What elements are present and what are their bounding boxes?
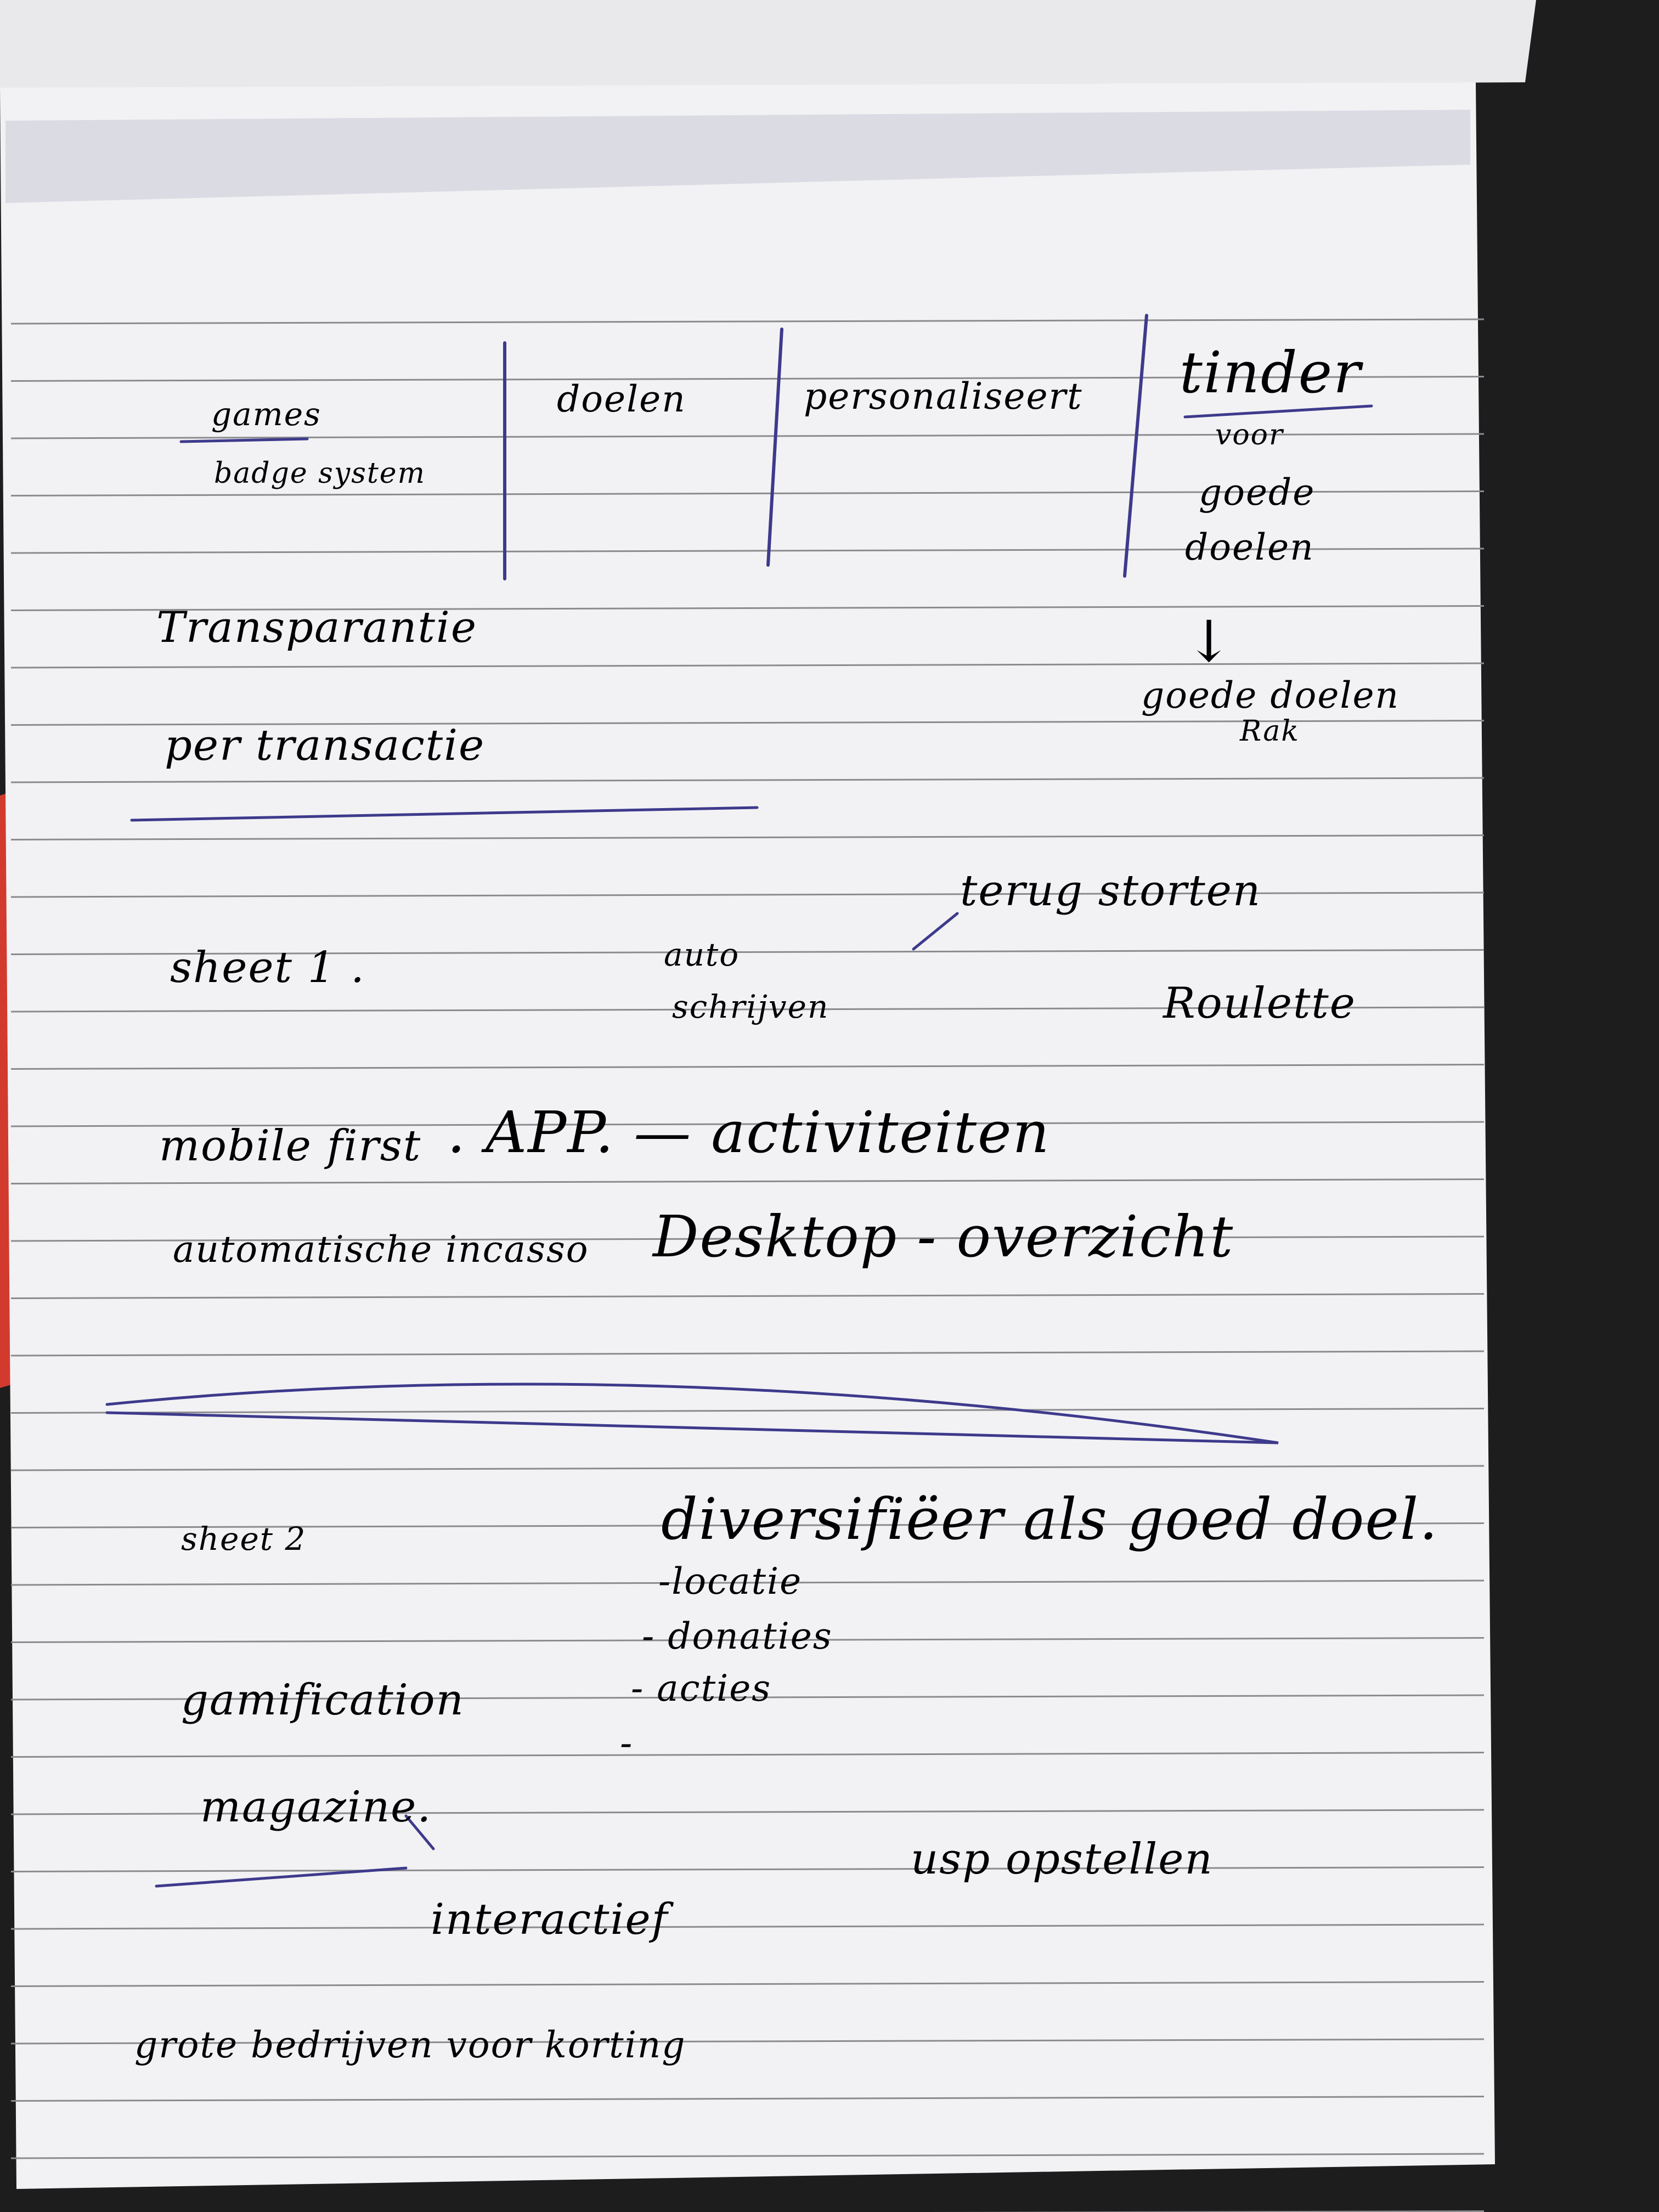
ruled-line	[10, 433, 1485, 439]
ruled-line	[10, 1579, 1485, 1586]
note-roulette: Roulette	[1162, 979, 1356, 1028]
note-doelen: doelen	[557, 378, 686, 420]
ruled-line	[10, 490, 1485, 496]
ruled-line	[10, 1121, 1485, 1127]
ink-strokes	[105, 404, 1373, 1888]
ruled-line	[10, 1408, 1485, 1414]
note-mobile-first: mobile first	[159, 1121, 421, 1171]
note-per-transactie: per transactie	[165, 721, 485, 770]
note-terug-storten: terug storten	[960, 866, 1261, 916]
ruled-line	[10, 376, 1485, 382]
note-locatie: -locatie	[658, 1560, 802, 1602]
ruled-line	[10, 720, 1485, 726]
ruled-line	[10, 1923, 1485, 1930]
note-schrijven: schrijven	[672, 988, 829, 1025]
note-personaliseert: personaliseert	[804, 375, 1083, 417]
ruled-line	[10, 1752, 1485, 1758]
note-acties: - acties	[631, 1667, 771, 1709]
note-diversifieer: diversifiëer als goed doel.	[661, 1486, 1438, 1553]
note-magazine: magazine.	[200, 1782, 432, 1832]
ruled-line	[10, 1235, 1485, 1242]
ruled-lines	[10, 318, 1485, 2212]
ruled-line	[10, 1637, 1485, 1643]
note-tinder: tinder	[1180, 339, 1363, 406]
note-voor: voor	[1215, 419, 1284, 452]
note-sheet-2: sheet 2	[181, 1520, 306, 1558]
note-app-activiteiten: . APP. — activiteiten	[447, 1099, 1051, 1166]
paper-shadow	[5, 110, 1470, 203]
handwritten-notes: games badge system doelen personaliseert…	[134, 339, 1438, 2066]
note-gamification: gamification	[181, 1675, 465, 1725]
note-rak: Rak	[1239, 715, 1300, 748]
ruled-line	[10, 1465, 1485, 1471]
note-desktop-overzicht: Desktop - overzicht	[652, 1203, 1234, 1270]
ruled-line	[10, 1350, 1485, 1357]
ruled-line	[10, 949, 1485, 955]
note-auto: auto	[664, 936, 740, 973]
note-dash: -	[620, 1722, 633, 1764]
note-sheet-1: sheet 1 .	[170, 943, 365, 992]
ruled-line	[10, 1178, 1485, 1184]
ruled-line	[10, 891, 1485, 898]
note-transparantie: Transparantie	[156, 603, 477, 652]
ruled-line	[10, 777, 1485, 783]
back-sheet	[0, 0, 1536, 91]
note-doelen-2: doelen	[1185, 526, 1314, 568]
note-goede-doelen: goede doelen	[1141, 674, 1400, 716]
ruled-line	[10, 1522, 1485, 1528]
ruled-line	[10, 1809, 1485, 1815]
ruled-line	[10, 1694, 1485, 1701]
note-usp-opstellen: usp opstellen	[911, 1835, 1214, 1884]
ruled-line	[10, 662, 1485, 669]
ruled-line	[10, 1981, 1485, 1987]
ruled-line	[10, 318, 1485, 325]
column-dividers	[503, 314, 1148, 580]
ruled-line	[10, 1866, 1485, 1872]
note-badge-system: badge system	[214, 457, 426, 490]
note-games: games	[211, 396, 321, 433]
note-automatische-incasso: automatische incasso	[173, 1228, 589, 1271]
ruled-line	[10, 2038, 1485, 2045]
ruled-line	[10, 548, 1485, 554]
ruled-line	[10, 1293, 1485, 1299]
ruled-line	[10, 2096, 1485, 2102]
note-grote-bedrijven: grote bedrijven voor korting	[134, 2024, 686, 2066]
down-arrow-icon: ↓	[1185, 608, 1234, 675]
note-donaties: - donaties	[642, 1615, 833, 1657]
note-goede: goede	[1199, 471, 1315, 514]
ruled-line	[10, 834, 1485, 840]
note-interactief: interactief	[431, 1895, 674, 1944]
ruled-line	[10, 2153, 1485, 2159]
ruled-line	[10, 1006, 1485, 1013]
ruled-line	[10, 1064, 1485, 1070]
ruled-line	[10, 605, 1485, 611]
